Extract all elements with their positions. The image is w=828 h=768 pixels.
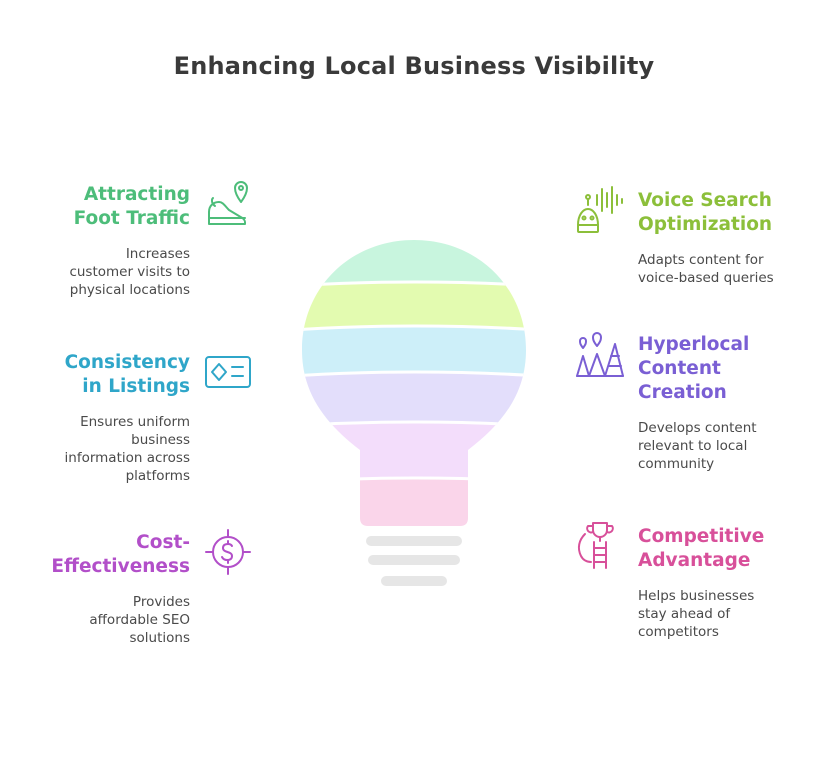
trophy-ladder-icon: [575, 520, 625, 570]
bulb-band: [302, 422, 526, 482]
bulb-base-bar: [368, 555, 460, 565]
item-voice: Voice Search Optimization Adapts content…: [638, 189, 774, 287]
light-bulb: [302, 240, 526, 586]
item-description: Helps businesses stay ahead of competito…: [638, 588, 755, 640]
bulb-base-bar: [381, 576, 447, 586]
item-foot-traffic: Attracting Foot Traffic Increases custom…: [69, 183, 190, 299]
item-listings: Consistency in Listings Ensures uniform …: [65, 351, 190, 485]
bulb-band: [302, 372, 526, 426]
bulb-band: [302, 478, 526, 526]
page-title: Enhancing Local Business Visibility: [173, 52, 655, 80]
bulb-band: [302, 282, 526, 330]
item-title: Cost- Effectiveness: [51, 532, 190, 577]
item-competitive: Competitive Advantage Helps businesses s…: [638, 525, 764, 641]
item-description: Ensures uniform business information acr…: [64, 414, 190, 484]
bulb-band-divider: [302, 324, 526, 332]
dollar-target-icon: [203, 527, 253, 577]
bulb-base-bar: [366, 536, 462, 546]
item-title: Hyperlocal Content Creation: [638, 334, 750, 403]
item-description: Adapts content for voice-based queries: [638, 252, 774, 286]
item-cost: Cost- Effectiveness Provides affordable …: [51, 531, 190, 647]
bulb-band: [302, 326, 526, 376]
item-title: Consistency in Listings: [64, 352, 190, 397]
foot-location-icon: [203, 180, 253, 230]
item-hyperlocal: Hyperlocal Content Creation Develops con…: [638, 333, 757, 473]
voice-robot-icon: [575, 185, 625, 235]
id-card-icon: [203, 348, 253, 398]
item-description: Increases customer visits to physical lo…: [69, 246, 190, 298]
item-description: Provides affordable SEO solutions: [89, 594, 190, 646]
item-title: Competitive Advantage: [638, 526, 765, 571]
item-title: Attracting Foot Traffic: [73, 184, 190, 229]
item-description: Develops content relevant to local commu…: [638, 420, 757, 472]
local-pins-icon: [575, 330, 625, 380]
bulb-band: [302, 240, 526, 286]
bulb-band-divider: [302, 370, 526, 378]
item-title: Voice Search Optimization: [638, 190, 773, 235]
